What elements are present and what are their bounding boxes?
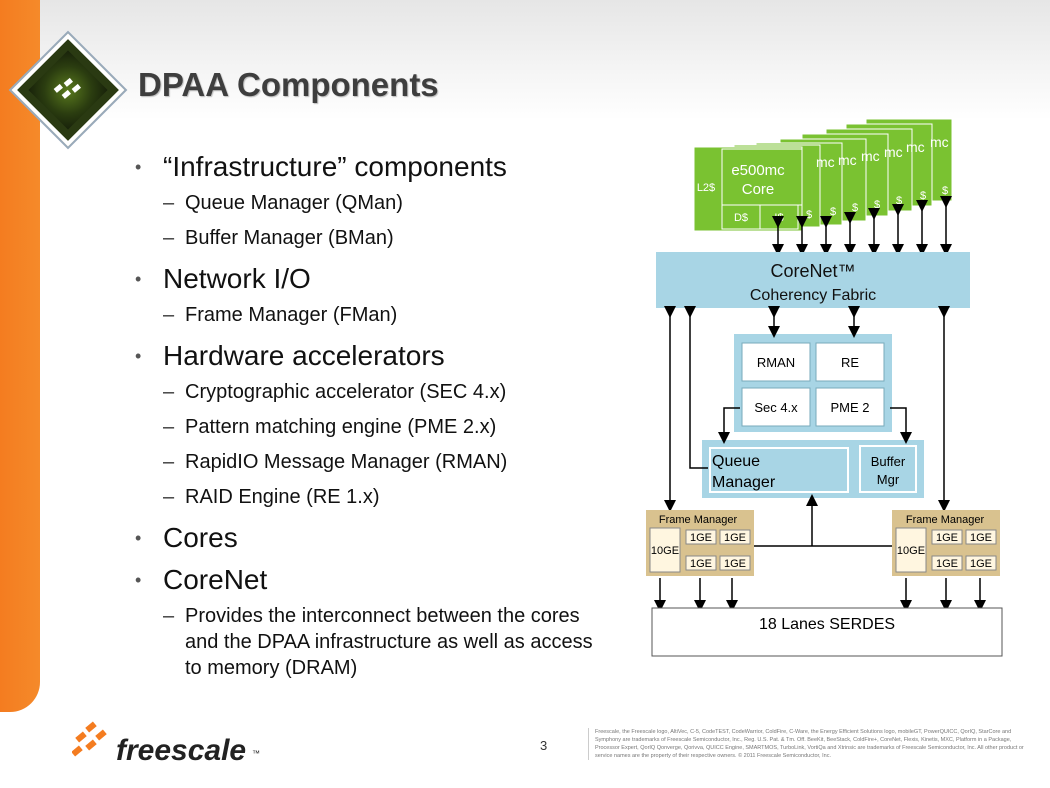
fman-left-1g-a: 1GE — [690, 532, 712, 544]
rman-label: RMAN — [757, 355, 795, 370]
core-fragment-6: mc — [816, 154, 835, 170]
cache-fragment-7: $ — [806, 209, 812, 221]
sub-bullet-interconnect: Provides the interconnect between the co… — [135, 603, 605, 681]
buffer-manager-line2: Mgr — [877, 472, 900, 487]
sub-bullet-re: RAID Engine (RE 1.x) — [135, 484, 635, 510]
sub-bullet-sec: Cryptographic accelerator (SEC 4.x) — [135, 379, 635, 405]
fman-right-title: Frame Manager — [906, 514, 985, 526]
fman-left-1g-c: 1GE — [690, 558, 712, 570]
queue-manager-line1: Queue — [712, 453, 760, 470]
frame-manager-left — [646, 510, 754, 576]
bullet-list: “Infrastructure” components Queue Manage… — [135, 148, 635, 690]
buffer-manager-box — [859, 445, 917, 493]
cache-fragment-5: $ — [852, 202, 858, 214]
bullet-network-io: Network I/O — [135, 260, 635, 298]
core-l2: L2$ — [697, 182, 715, 194]
sub-bullet-pme: Pattern matching engine (PME 2.x) — [135, 414, 635, 440]
fman-right-1g-a: 1GE — [936, 532, 958, 544]
fman-right-1g-c: 1GE — [936, 558, 958, 570]
serdes-box — [651, 607, 1003, 657]
core-icache: I$ — [774, 212, 783, 224]
sub-bullet-qman: Queue Manager (QMan) — [135, 190, 635, 216]
core-fragment-1: mc — [930, 134, 949, 150]
fman-right-10g: 10GE — [897, 545, 925, 557]
bullet-corenet: CoreNet — [135, 561, 635, 599]
sub-bullet-fman: Frame Manager (FMan) — [135, 302, 635, 328]
buffer-manager-line1: Buffer — [871, 454, 906, 469]
bullet-hw-accelerators: Hardware accelerators — [135, 337, 635, 375]
sub-bullet-bman: Buffer Manager (BMan) — [135, 225, 635, 251]
core-name: e500mc — [731, 162, 785, 179]
orange-side-bar — [0, 0, 40, 712]
fman-left-10g: 10GE — [651, 545, 679, 557]
fman-left-1g-d: 1GE — [724, 558, 746, 570]
brand-wordmark: freescale — [116, 734, 246, 767]
pme-box — [815, 387, 885, 427]
slide-title: DPAA Components — [138, 66, 439, 103]
fman-right-1g-d: 1GE — [970, 558, 992, 570]
cache-fragment-2: $ — [920, 190, 926, 202]
brand-tm: ™ — [252, 749, 260, 758]
fman-right-1g-b: 1GE — [970, 532, 992, 544]
core-fragment-3: mc — [884, 144, 903, 160]
corenet-subtitle: Coherency Fabric — [750, 287, 876, 304]
cache-fragment-6: $ — [830, 206, 836, 218]
corenet-box — [656, 252, 970, 308]
dpaa-block-diagram: mc mc mc mc mc mc $ $ $ $ $ $ $ e500mc C… — [646, 118, 1003, 657]
core-sub: Core — [742, 181, 775, 198]
core-dcache: D$ — [734, 212, 748, 224]
rman-box — [741, 342, 811, 382]
header-band — [0, 0, 1050, 120]
freescale-logo: freescale ™ — [72, 721, 260, 767]
fman-left-1g-b: 1GE — [724, 532, 746, 544]
re-box — [815, 342, 885, 382]
core-stack — [693, 118, 953, 232]
core-fragment-4: mc — [861, 148, 880, 164]
frame-manager-right — [892, 510, 1000, 576]
cache-fragment-3: $ — [896, 195, 902, 207]
queue-manager-box — [709, 447, 849, 493]
legal-text: Freescale, the Freescale logo, AltiVec, … — [588, 728, 1033, 760]
core-fragment-2: mc — [906, 139, 925, 155]
sub-bullet-rman: RapidIO Message Manager (RMAN) — [135, 449, 635, 475]
sec-box — [741, 387, 811, 427]
bullet-cores: Cores — [135, 519, 635, 557]
page-number: 3 — [540, 738, 548, 753]
cache-fragment-4: $ — [874, 199, 880, 211]
serdes-label: 18 Lanes SERDES — [759, 616, 895, 633]
sec-label: Sec 4.x — [754, 400, 798, 415]
bullet-infrastructure: “Infrastructure” components — [135, 148, 635, 186]
re-label: RE — [841, 355, 859, 370]
cache-fragment-1: $ — [942, 185, 948, 197]
core-fragment-5: mc — [838, 152, 857, 168]
freescale-chip-icon — [53, 77, 81, 99]
fman-left-title: Frame Manager — [659, 514, 738, 526]
queue-manager-line2: Manager — [712, 474, 776, 491]
corenet-title: CoreNet™ — [770, 261, 855, 281]
pme-label: PME 2 — [830, 400, 869, 415]
